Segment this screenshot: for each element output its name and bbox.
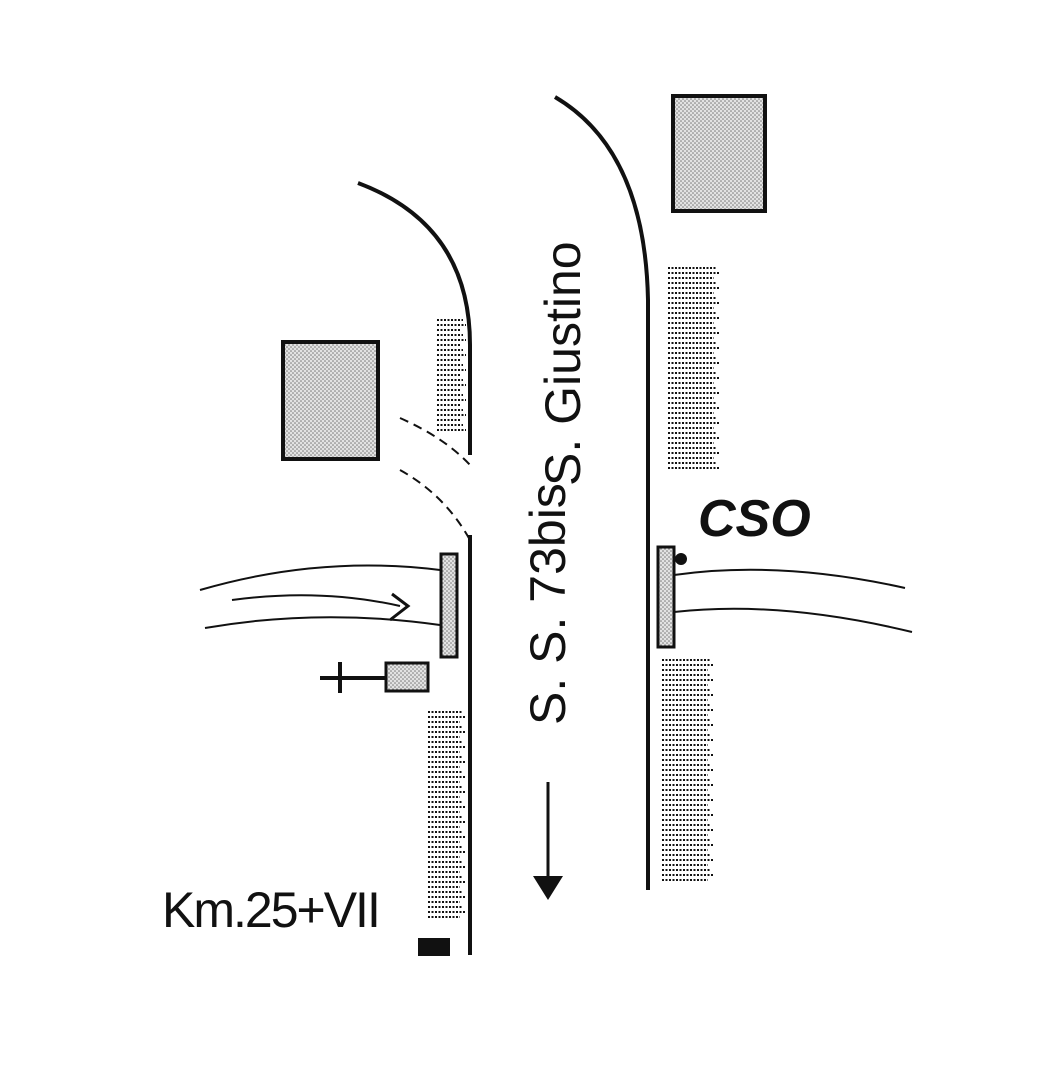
- site-label: CSO: [698, 490, 811, 548]
- stream-right-top: [673, 568, 906, 589]
- tree-rows: [428, 267, 719, 918]
- side-road-upper: [399, 417, 471, 466]
- stream-left-mid: [231, 594, 401, 607]
- road-left-edge: [357, 181, 472, 455]
- cross-icon: [320, 662, 386, 693]
- site-dot-icon: [675, 553, 687, 565]
- stream-right-bottom: [673, 607, 913, 633]
- road-right-edge: [553, 95, 650, 890]
- direction-arrow-icon: [533, 782, 563, 900]
- road-label: S. S. 73bis: [520, 483, 576, 725]
- chapel-building: [384, 661, 430, 693]
- stream-arrow-icon: [389, 592, 411, 622]
- building-left: [281, 340, 380, 461]
- km-marker-label: Km.25+VII: [162, 882, 379, 938]
- stream-left-bottom: [204, 616, 441, 629]
- km-marker-icon: [418, 938, 450, 956]
- bridge-left: [439, 552, 459, 659]
- bridge-right: [656, 545, 676, 649]
- stream-left-top: [199, 564, 441, 591]
- building-right: [671, 94, 767, 213]
- place-label: S. Giustino: [535, 241, 591, 486]
- side-road-lower: [399, 469, 471, 541]
